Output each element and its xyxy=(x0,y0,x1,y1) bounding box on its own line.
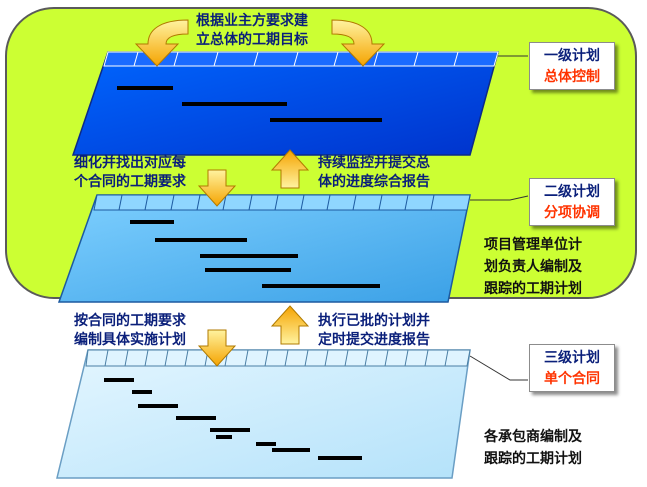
gantt-bar xyxy=(132,390,152,394)
level2-connector xyxy=(470,195,529,201)
up-arrow-monitor xyxy=(270,149,310,189)
gantt-bar xyxy=(200,254,298,258)
level3-title: 三级计划 xyxy=(544,350,600,366)
gantt-bar xyxy=(130,220,174,224)
gantt-bar xyxy=(272,448,310,452)
gantt-bar xyxy=(318,456,362,460)
level3-box: 三级计划 单个合同 xyxy=(529,344,615,392)
arrow-label-execute: 执行已批的计划并 定时提交进度报告 xyxy=(318,313,430,348)
down-arrow-refine xyxy=(197,169,237,207)
contractor-note: 各承包商编制及 跟踪的工期计划 xyxy=(484,429,582,467)
up-arrow-execute xyxy=(270,305,310,345)
level2-box: 二级计划 分项协调 xyxy=(529,178,615,226)
level1-plane xyxy=(71,51,499,156)
gantt-bar xyxy=(117,86,173,90)
level3-subtitle: 单个合同 xyxy=(544,371,600,387)
gantt-bar xyxy=(270,118,382,122)
curved-arrow-left xyxy=(134,19,189,67)
down-arrow-contract xyxy=(197,329,237,367)
level1-subtitle: 总体控制 xyxy=(544,69,600,85)
project-mgmt-note: 项目管理单位计 划负责人编制及 跟踪的工期计划 xyxy=(484,237,582,297)
arrow-label-top: 根据业主方要求建 立总体的工期目标 xyxy=(196,13,308,48)
level2-title: 二级计划 xyxy=(544,184,600,200)
level1-box: 一级计划 总体控制 xyxy=(529,42,615,90)
gantt-bar xyxy=(182,102,287,106)
level2-subtitle: 分项协调 xyxy=(544,205,600,221)
level2-plane xyxy=(57,194,471,303)
gantt-bar xyxy=(205,268,291,272)
arrow-label-contract: 按合同的工期要求 编制具体实施计划 xyxy=(74,313,186,348)
level3-plane xyxy=(56,349,471,479)
gantt-bar xyxy=(176,416,216,420)
gantt-bar xyxy=(138,404,178,408)
gantt-bar xyxy=(104,378,134,382)
gantt-bar xyxy=(262,284,380,288)
arrow-label-refine: 细化并找出对应每 个合同的工期要求 xyxy=(74,155,186,190)
curved-arrow-right xyxy=(331,19,386,67)
level3-header-strip xyxy=(85,349,471,367)
level3-connector xyxy=(469,355,528,381)
level1-title: 一级计划 xyxy=(544,48,600,64)
arrow-label-monitor: 持续监控并提交总 体的进度综合报告 xyxy=(318,155,430,190)
gantt-bar xyxy=(256,442,276,446)
gantt-bar xyxy=(210,428,250,432)
gantt-bar xyxy=(155,238,247,242)
gantt-bar xyxy=(216,435,232,439)
level2-header-strip xyxy=(93,194,471,211)
